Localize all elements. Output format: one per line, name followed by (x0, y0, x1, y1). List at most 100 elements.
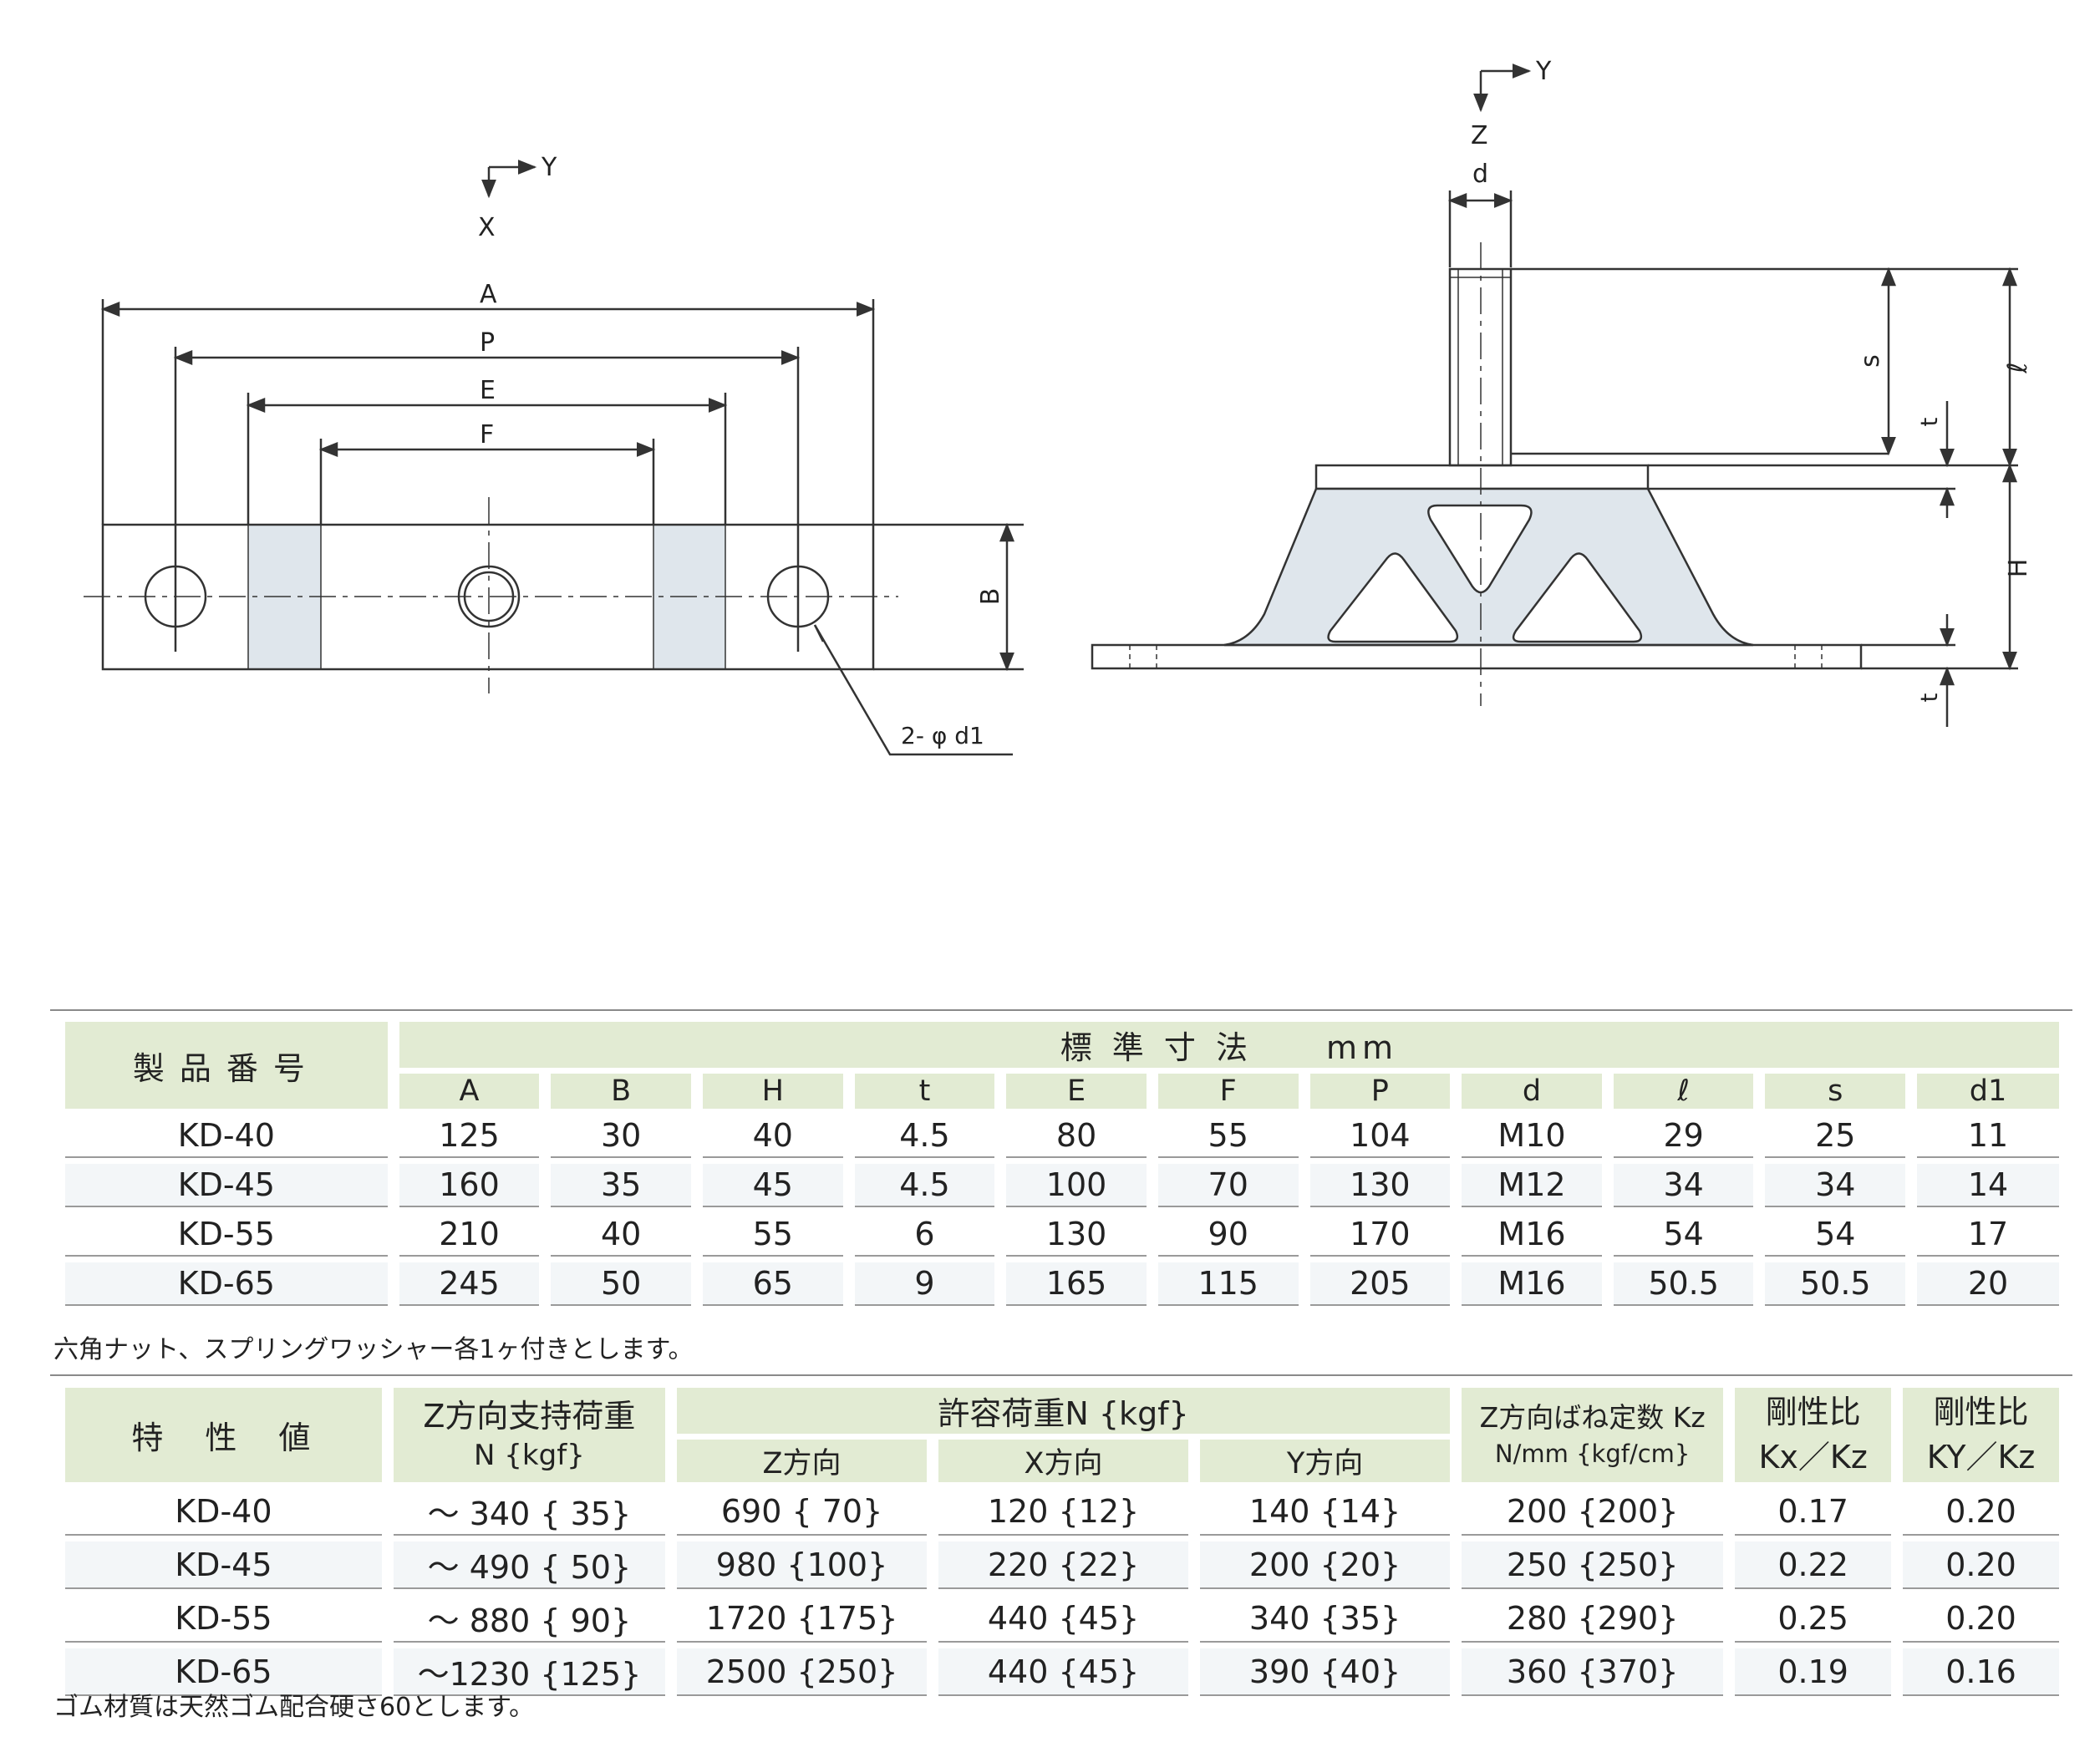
ratio-kx-cell: 0.19 (1735, 1648, 1892, 1696)
value-cell: 40 (551, 1213, 691, 1257)
value-cell: 40 (702, 1115, 843, 1158)
value-cell: 50 (551, 1262, 691, 1306)
dim-label-s: s (1856, 354, 1885, 368)
table-row: KD-40 125 30 40 4.5 80 55 104 M10 29 25 … (65, 1115, 2059, 1158)
allowable-y-cell: 200 {20} (1200, 1541, 1451, 1589)
value-cell: 6 (854, 1213, 995, 1257)
side-axis-z-label: Z (1471, 121, 1488, 150)
col-header-t: t (854, 1074, 995, 1109)
ratio-kx-cell: 0.25 (1735, 1595, 1892, 1643)
spring-constant-unit: N/mm {kgf/cm} (1494, 1440, 1691, 1469)
value-cell: 17 (1917, 1213, 2059, 1257)
void-right (1512, 552, 1643, 643)
value-cell: 160 (399, 1164, 540, 1207)
value-cell: 9 (854, 1262, 995, 1306)
model-cell: KD-65 (65, 1262, 388, 1306)
value-cell: M12 (1462, 1164, 1602, 1207)
allowable-y-header: Y方向 (1200, 1440, 1451, 1482)
table-row: KD-65 245 50 65 9 165 115 205 M16 50.5 5… (65, 1262, 2059, 1306)
hole-callout-label: 2- φ d1 (901, 722, 984, 749)
void-left (1327, 552, 1459, 643)
dim-label-h: H (2004, 559, 2033, 578)
allowable-x-cell: 440 {45} (938, 1648, 1189, 1696)
value-cell: 130 (1006, 1213, 1147, 1257)
hole-leader (813, 624, 1013, 756)
support-load-cell: ～ 340 { 35} (393, 1488, 666, 1536)
model-cell: KD-40 (65, 1488, 382, 1536)
value-cell: 70 (1157, 1164, 1299, 1207)
stiffness-ratio-kx: Kx／Kz (1758, 1438, 1868, 1475)
value-cell: 165 (1006, 1262, 1147, 1306)
value-cell: 34 (1765, 1164, 1906, 1207)
table-row: KD-55 210 40 55 6 130 90 170 M16 54 54 1… (65, 1213, 2059, 1257)
dim-label-b: B (976, 588, 1005, 606)
characteristics-table-note: ゴム材質は天然ゴム配合硬さ60とします。 (53, 1693, 535, 1722)
ratio-ky-cell: 0.20 (1903, 1595, 2059, 1643)
ratio-kx-cell: 0.22 (1735, 1541, 1892, 1589)
standard-dimensions-header: 標 準 寸 法 mm (399, 1022, 2059, 1068)
col-header-h: H (702, 1074, 843, 1109)
dim-label-d: d (1472, 160, 1488, 189)
dim-label-f: F (480, 420, 494, 449)
col-header-d: d (1462, 1074, 1602, 1109)
value-cell: 100 (1006, 1164, 1147, 1207)
allowable-x-header: X方向 (938, 1440, 1189, 1482)
plan-view (84, 160, 1024, 756)
side-view (1091, 63, 2018, 727)
col-header-e: E (1006, 1074, 1147, 1109)
allowable-x-cell: 220 {22} (938, 1541, 1189, 1589)
value-cell: 104 (1309, 1115, 1451, 1158)
value-cell: 65 (702, 1262, 843, 1306)
allowable-y-cell: 390 {40} (1200, 1648, 1451, 1696)
allowable-x-cell: 440 {45} (938, 1595, 1189, 1643)
dim-label-t-bottom: t (1915, 693, 1943, 702)
col-header-l: ℓ (1613, 1074, 1754, 1109)
stiffness-ratio-ky: KY／Kz (1926, 1438, 2036, 1475)
void-center (1427, 504, 1533, 594)
dim-label-l: ℓ (2001, 362, 2033, 373)
allowable-load-header: 許容荷重N {kgf} (677, 1388, 1451, 1434)
support-load-title: Z方向支持荷重 (423, 1397, 636, 1435)
value-cell: 210 (399, 1213, 540, 1257)
characteristics-table: 特 性 値 Z方向支持荷重 N {kgf} 許容荷重N {kgf} Z方向ばね定… (53, 1382, 2071, 1702)
value-cell: 4.5 (854, 1164, 995, 1207)
col-header-d1: d1 (1917, 1074, 2059, 1109)
model-cell: KD-55 (65, 1595, 382, 1643)
ratio-ky-cell: 0.20 (1903, 1488, 2059, 1536)
characteristics-header: 特 性 値 (65, 1388, 382, 1482)
col-header-p: P (1309, 1074, 1451, 1109)
value-cell: M16 (1462, 1213, 1602, 1257)
spring-constant-title: Z方向ばね定数 Kz (1479, 1401, 1706, 1435)
spring-constant-header: Z方向ばね定数 Kz N/mm {kgf/cm} (1462, 1388, 1724, 1482)
value-cell: 115 (1157, 1262, 1299, 1306)
value-cell: 20 (1917, 1262, 2059, 1306)
value-cell: 130 (1309, 1164, 1451, 1207)
model-cell: KD-65 (65, 1648, 382, 1696)
value-cell: 55 (702, 1213, 843, 1257)
spring-constant-cell: 360 {370} (1462, 1648, 1724, 1696)
value-cell: 80 (1006, 1115, 1147, 1158)
value-cell: 4.5 (854, 1115, 995, 1158)
support-load-cell: ～ 880 { 90} (393, 1595, 666, 1643)
dim-label-p: P (480, 328, 495, 358)
dim-label-t-top: t (1915, 417, 1943, 426)
ratio-ky-cell: 0.20 (1903, 1541, 2059, 1589)
value-cell: 55 (1157, 1115, 1299, 1158)
allowable-z-header: Z方向 (677, 1440, 928, 1482)
model-cell: KD-45 (65, 1541, 382, 1589)
support-load-unit: N {kgf} (474, 1439, 585, 1473)
side-axis-indicator (1473, 63, 1532, 113)
value-cell: 245 (399, 1262, 540, 1306)
table-row: KD-65 ～1230 {125} 2500 {250} 440 {45} 39… (65, 1648, 2059, 1696)
value-cell: 50.5 (1765, 1262, 1906, 1306)
col-header-s: s (1765, 1074, 1906, 1109)
model-cell: KD-40 (65, 1115, 388, 1158)
technical-drawing: Y X A P E F B 2- φ d1 (84, 57, 2033, 756)
support-load-header: Z方向支持荷重 N {kgf} (393, 1388, 666, 1482)
dimensions-table: 製品番号 標 準 寸 法 mm A B H t E F P d ℓ s d1 K… (53, 1016, 2071, 1312)
stiffness-ratio-title: 剛性比 (1933, 1394, 2029, 1431)
dim-label-a: A (480, 280, 497, 309)
col-header-a: A (399, 1074, 540, 1109)
value-cell: 14 (1917, 1164, 2059, 1207)
support-load-cell: ～ 490 { 50} (393, 1541, 666, 1589)
